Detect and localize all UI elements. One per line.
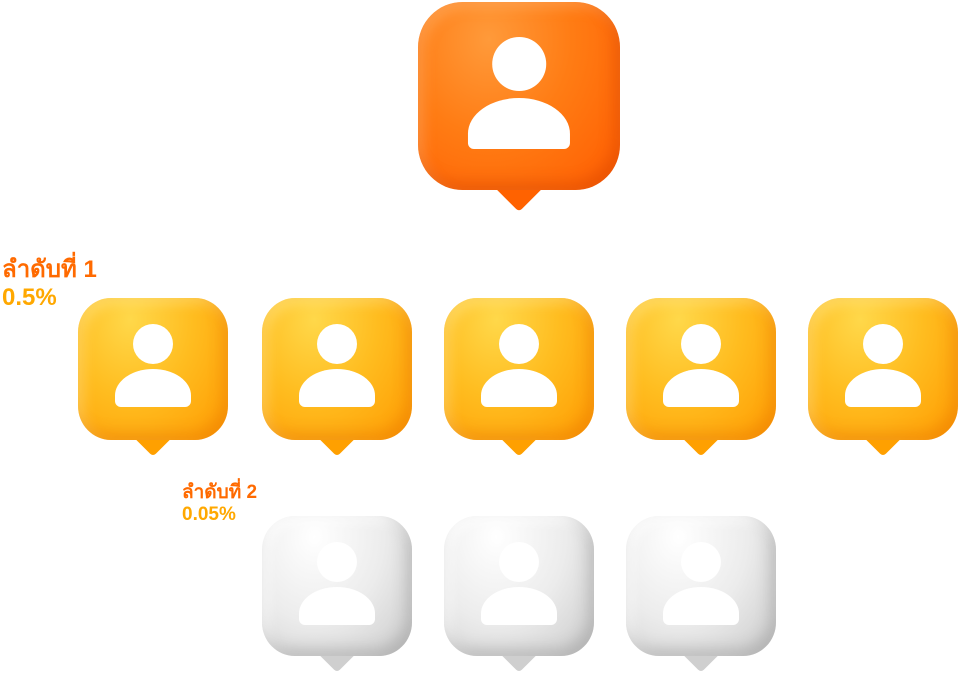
level-2-rank: ลำดับที่ 2 — [182, 482, 258, 503]
user-node-level-0 — [418, 2, 620, 214]
user-icon — [465, 37, 573, 153]
pin-body — [418, 2, 620, 190]
user-icon — [661, 542, 741, 628]
user-node-level-2 — [626, 516, 776, 680]
user-node-level-2 — [262, 516, 412, 680]
user-icon — [843, 324, 923, 410]
pin-body — [262, 516, 412, 656]
user-node-level-1 — [626, 298, 776, 464]
level-1-percent: 0.5% — [2, 283, 57, 311]
user-node-level-1 — [78, 298, 228, 464]
user-icon — [661, 324, 741, 410]
pin-body — [444, 516, 594, 656]
user-node-level-1 — [262, 298, 412, 464]
pin-body — [626, 516, 776, 656]
user-icon — [297, 542, 377, 628]
level-1-rank: ลำดับที่ 1 — [2, 256, 97, 283]
user-node-level-2 — [444, 516, 594, 680]
user-icon — [113, 324, 193, 410]
level-1-label: ลำดับที่ 1 0.5% — [2, 256, 97, 311]
user-icon — [297, 324, 377, 410]
user-node-level-1 — [444, 298, 594, 464]
level-2-percent: 0.05% — [182, 503, 236, 525]
user-node-level-1 — [808, 298, 958, 464]
user-icon — [479, 324, 559, 410]
level-2-label: ลำดับที่ 2 0.05% — [182, 482, 257, 526]
user-icon — [479, 542, 559, 628]
